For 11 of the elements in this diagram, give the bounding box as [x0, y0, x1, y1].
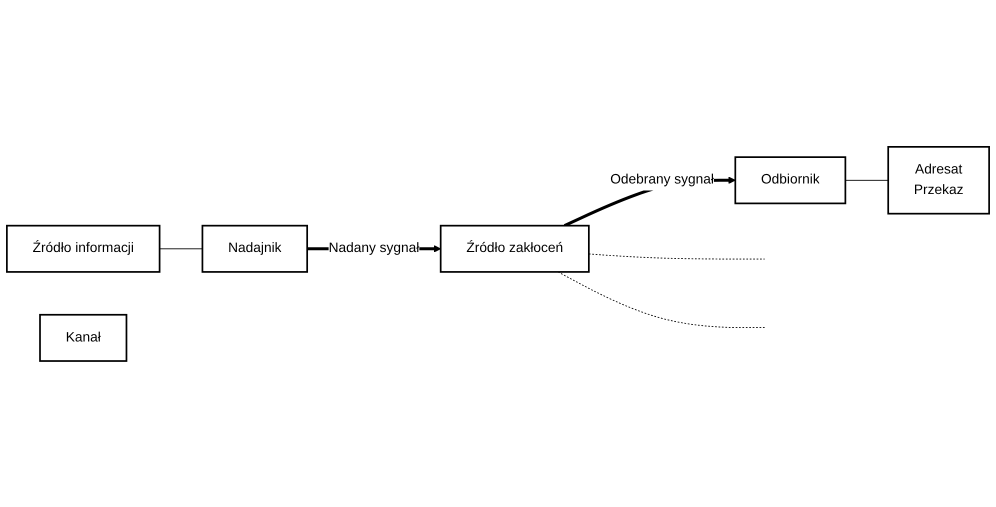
node-box: Źródło zakłoceń [440, 224, 590, 272]
node-box: Kanał [39, 313, 128, 362]
edge-label: Odebrany sygnał [610, 172, 714, 187]
node-box: Nadajnik [202, 224, 308, 272]
edge-label: Nadany sygnał [328, 240, 420, 256]
node-box: Źródło informacji [6, 224, 160, 272]
node-box: Adresat Przekaz [887, 146, 990, 214]
node-box: Odbiornik [734, 156, 846, 204]
connector [588, 253, 766, 260]
connector [159, 248, 203, 249]
connector [844, 179, 889, 180]
